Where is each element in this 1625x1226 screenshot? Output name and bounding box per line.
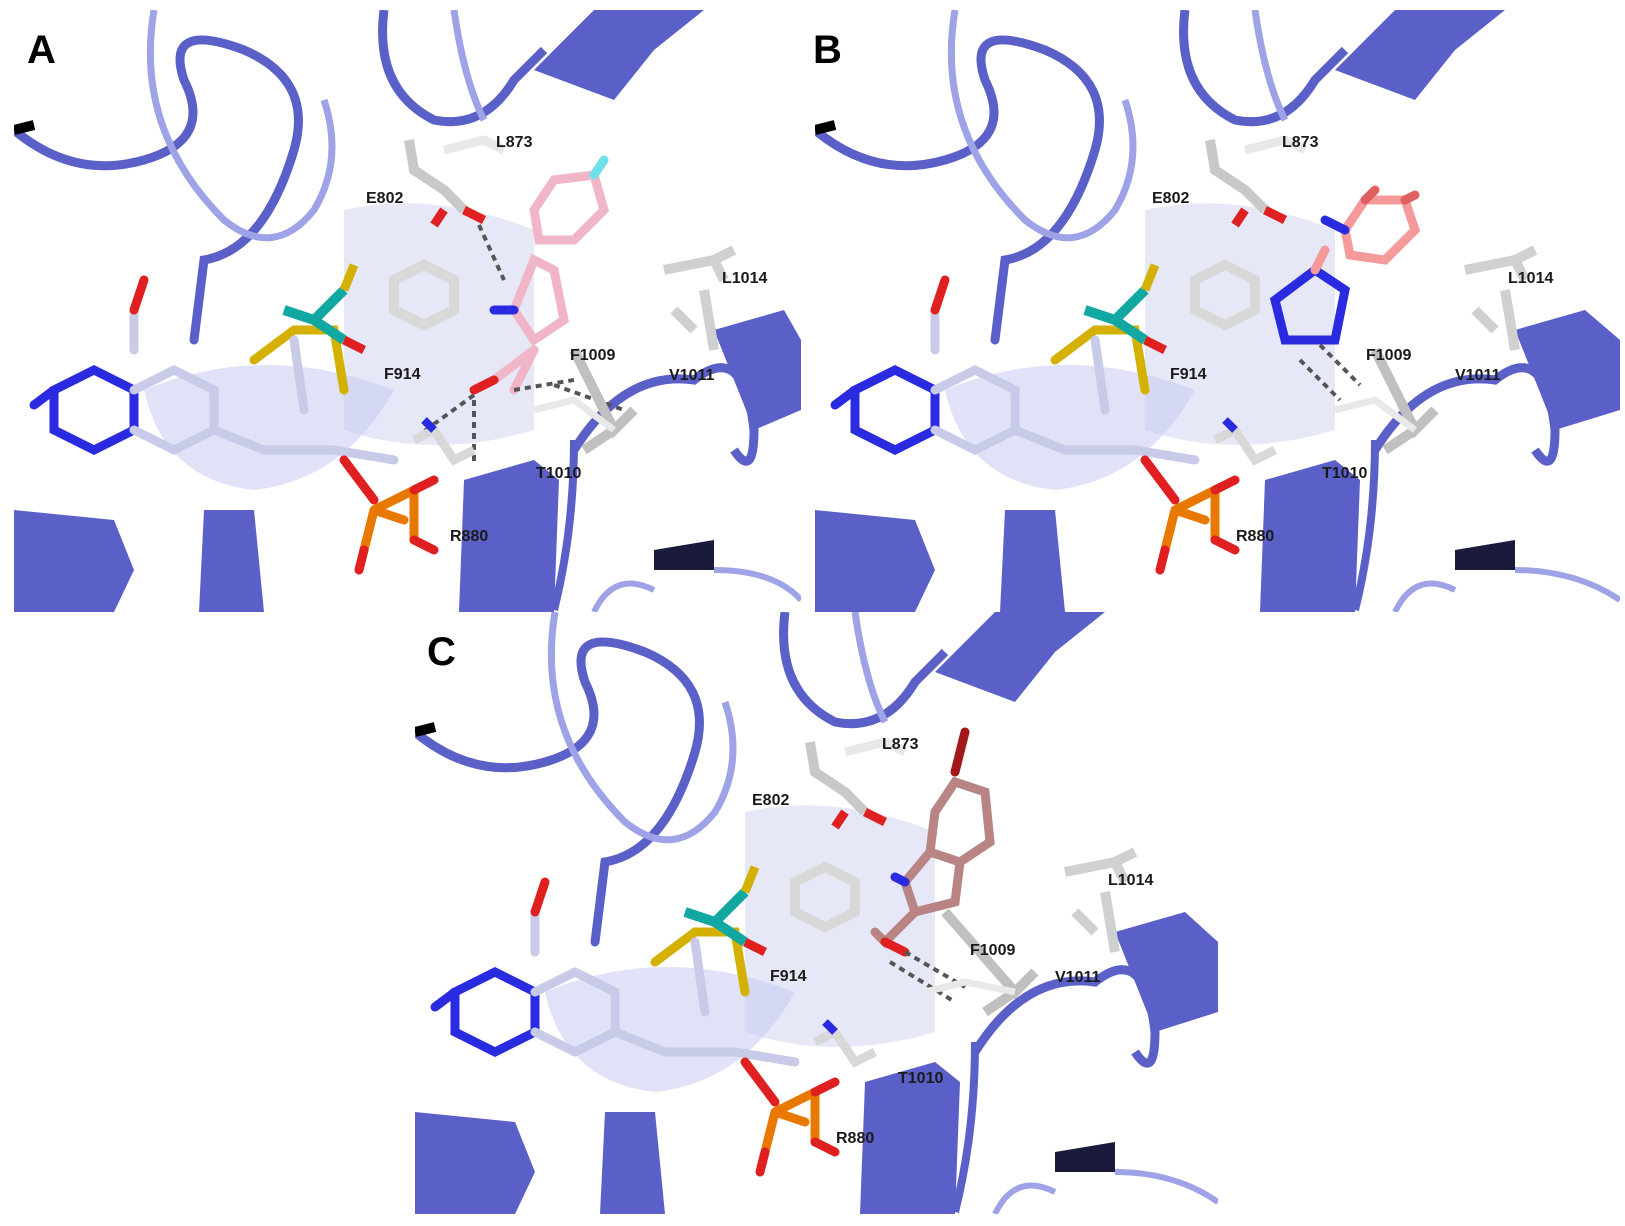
label-v1011: V1011 <box>669 367 715 384</box>
label-f1009: F1009 <box>570 347 616 364</box>
label-r880: R880 <box>450 528 489 545</box>
label-f914: F914 <box>384 366 421 383</box>
panel-a-structure <box>14 10 801 612</box>
label-r880: R880 <box>836 1130 875 1147</box>
label-t1010: T1010 <box>536 465 582 482</box>
label-e802: E802 <box>752 792 790 809</box>
panel-c-structure <box>415 612 1218 1214</box>
panel-a-label: A <box>27 28 56 72</box>
label-f914: F914 <box>1170 366 1207 383</box>
label-t1010: T1010 <box>1322 465 1368 482</box>
panel-c: C L873 E802 L1014 F1009 F914 V1011 T1010… <box>415 612 1218 1214</box>
panel-c-label: C <box>427 630 456 674</box>
label-f914: F914 <box>770 968 807 985</box>
label-l873: L873 <box>496 134 533 151</box>
label-l873: L873 <box>1282 134 1319 151</box>
panel-b-label: B <box>815 28 842 72</box>
label-l1014: L1014 <box>722 270 768 287</box>
label-t1010: T1010 <box>898 1070 944 1087</box>
label-l1014: L1014 <box>1508 270 1554 287</box>
label-l873: L873 <box>882 736 919 753</box>
label-l1014: L1014 <box>1108 872 1154 889</box>
label-r880: R880 <box>1236 528 1275 545</box>
label-e802: E802 <box>1152 190 1190 207</box>
label-e802: E802 <box>366 190 404 207</box>
label-f1009: F1009 <box>1366 347 1412 364</box>
label-f1009: F1009 <box>970 942 1016 959</box>
panel-a: A L873 E802 L1014 F1009 F914 V1011 T1010… <box>14 10 801 612</box>
panel-b: B L873 E802 L1014 F1009 F914 V1011 T1010… <box>815 10 1620 612</box>
label-v1011: V1011 <box>1455 367 1501 384</box>
label-v1011: V1011 <box>1055 969 1101 986</box>
panel-b-structure <box>815 10 1620 612</box>
